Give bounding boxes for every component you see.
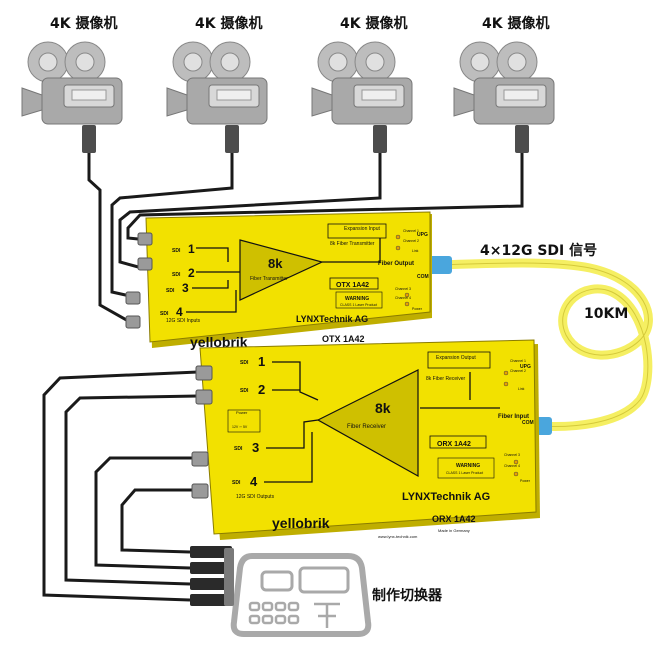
tx-status-channel-2: Channel 2	[403, 239, 419, 243]
camera-label-4: 4K 摄像机	[482, 15, 549, 32]
switcher-label: 制作切换器	[372, 587, 443, 604]
tx-fiber-label: Fiber Output	[378, 261, 414, 267]
camera-3	[311, 41, 413, 125]
rx-module-label: 8k Fiber Receiver	[426, 376, 466, 382]
tx-model-label: OTX 1A42	[336, 282, 369, 289]
signal-label: 4×12G SDI 信号	[480, 242, 597, 259]
rx-status-channel-4: Channel 4	[504, 464, 520, 468]
camera-label-3: 4K 摄像机	[340, 15, 407, 32]
rx-triangle-subtitle: Fiber Receiver	[347, 424, 386, 430]
rx-sdi-3: SDI	[234, 446, 243, 452]
tx-warning-title: WARNING	[345, 296, 369, 302]
tx-status-channel-3: Channel 3	[395, 287, 411, 291]
tx-brand: yellobrik	[190, 334, 248, 350]
camera-label-2: 4K 摄像机	[195, 15, 262, 32]
rx-maker: LYNXTechnik AG	[402, 491, 490, 503]
tx-sdi-1: SDI	[172, 248, 181, 254]
rx-channel-4: 4	[250, 474, 258, 489]
rx-power-label: Power	[236, 410, 248, 415]
camera-cable-ends	[82, 125, 529, 153]
rx-status-leds	[503, 370, 519, 477]
tx-warning-text: CLASS 1 Laser Product	[340, 303, 377, 307]
tx-channel-1: 1	[188, 242, 195, 256]
tx-channel-2: 2	[188, 266, 195, 280]
transmitter-device: 1 2 3 4 8k Fiber Transmitter Expansion I…	[125, 211, 432, 350]
rx-expansion-label: Expansion Output	[436, 355, 476, 361]
tx-triangle-title: 8k	[268, 256, 283, 271]
tx-front-model: OTX 1A42	[322, 334, 365, 344]
receiver-bnc-connectors	[191, 365, 213, 499]
rx-triangle	[316, 369, 419, 478]
tx-channel-3: 3	[182, 281, 189, 295]
rx-sdi-1: SDI	[240, 360, 249, 366]
tx-status-channel-4: Channel 4	[395, 296, 411, 300]
rx-upg-label: UPG	[520, 364, 531, 370]
camera-4	[453, 41, 555, 125]
tx-triangle	[239, 239, 324, 301]
fiber-cable	[435, 258, 653, 431]
rx-status-channel-3: Channel 3	[504, 453, 520, 457]
tx-status-link: Link	[412, 249, 419, 253]
production-switcher	[230, 553, 372, 637]
rx-sdi-2: SDI	[240, 388, 249, 394]
rx-com-label: COM	[522, 420, 534, 426]
rx-fiber-label: Fiber Input	[498, 414, 529, 420]
rx-website: www.lynx-technik.com	[378, 534, 418, 539]
rx-channel-2: 2	[258, 382, 265, 397]
rx-model-label: ORX 1A42	[437, 441, 471, 448]
camera-cables	[87, 150, 524, 324]
rx-sdi-4: SDI	[232, 480, 241, 486]
rx-brand: yellobrik	[272, 515, 330, 531]
fiber-connector-tx	[428, 256, 452, 274]
rx-made-in: Made in Germany	[438, 528, 470, 533]
tx-sdi-4: SDI	[160, 311, 169, 317]
tx-status-channel-1: Channel 1	[403, 229, 419, 233]
camera-label-1: 4K 摄像机	[50, 15, 117, 32]
tx-inputs-label: 12G SDI Inputs	[166, 318, 201, 324]
rx-power-spec: 12V ⎓ 5V	[232, 425, 248, 429]
tx-upg-label: UPG	[417, 232, 428, 238]
rx-channel-3: 3	[252, 440, 259, 455]
distance-label: 10KM	[584, 306, 628, 322]
tx-module-label: 8k Fiber Transmitter	[330, 241, 375, 247]
tx-maker: LYNXTechnik AG	[296, 314, 368, 324]
rx-status-channel-2: Channel 2	[510, 369, 526, 373]
rx-outputs-label: 12G SDI Outputs	[236, 494, 275, 500]
rx-triangle-title: 8k	[375, 400, 391, 416]
camera-2	[166, 41, 268, 125]
switcher-connectors	[190, 546, 234, 606]
rx-front-model: ORX 1A42	[432, 514, 476, 524]
tx-sdi-2: SDI	[172, 272, 181, 278]
tx-channel-4: 4	[176, 305, 183, 319]
tx-status-power: Power	[412, 307, 423, 311]
rx-channel-1: 1	[258, 354, 265, 369]
camera-1	[21, 41, 123, 125]
switcher-cables	[42, 370, 199, 602]
rx-status-link: Link	[518, 387, 525, 391]
rx-status-channel-1: Channel 1	[510, 359, 526, 363]
rx-warning-text: CLASS 1 Laser Product	[446, 471, 483, 475]
rx-warning-title: WARNING	[456, 463, 480, 469]
tx-sdi-3: SDI	[166, 288, 175, 294]
tx-expansion-label: Expansion Input	[344, 226, 380, 232]
receiver-device: 1 2 3 4 8k Fiber Receiver Expansion Outp…	[191, 339, 540, 540]
tx-com-label: COM	[417, 274, 429, 280]
transmitter-bnc-connectors	[125, 232, 153, 329]
tx-triangle-subtitle: Fiber Transmitter	[250, 276, 288, 282]
rx-status-power: Power	[520, 479, 531, 483]
tx-status-leds	[395, 234, 410, 307]
